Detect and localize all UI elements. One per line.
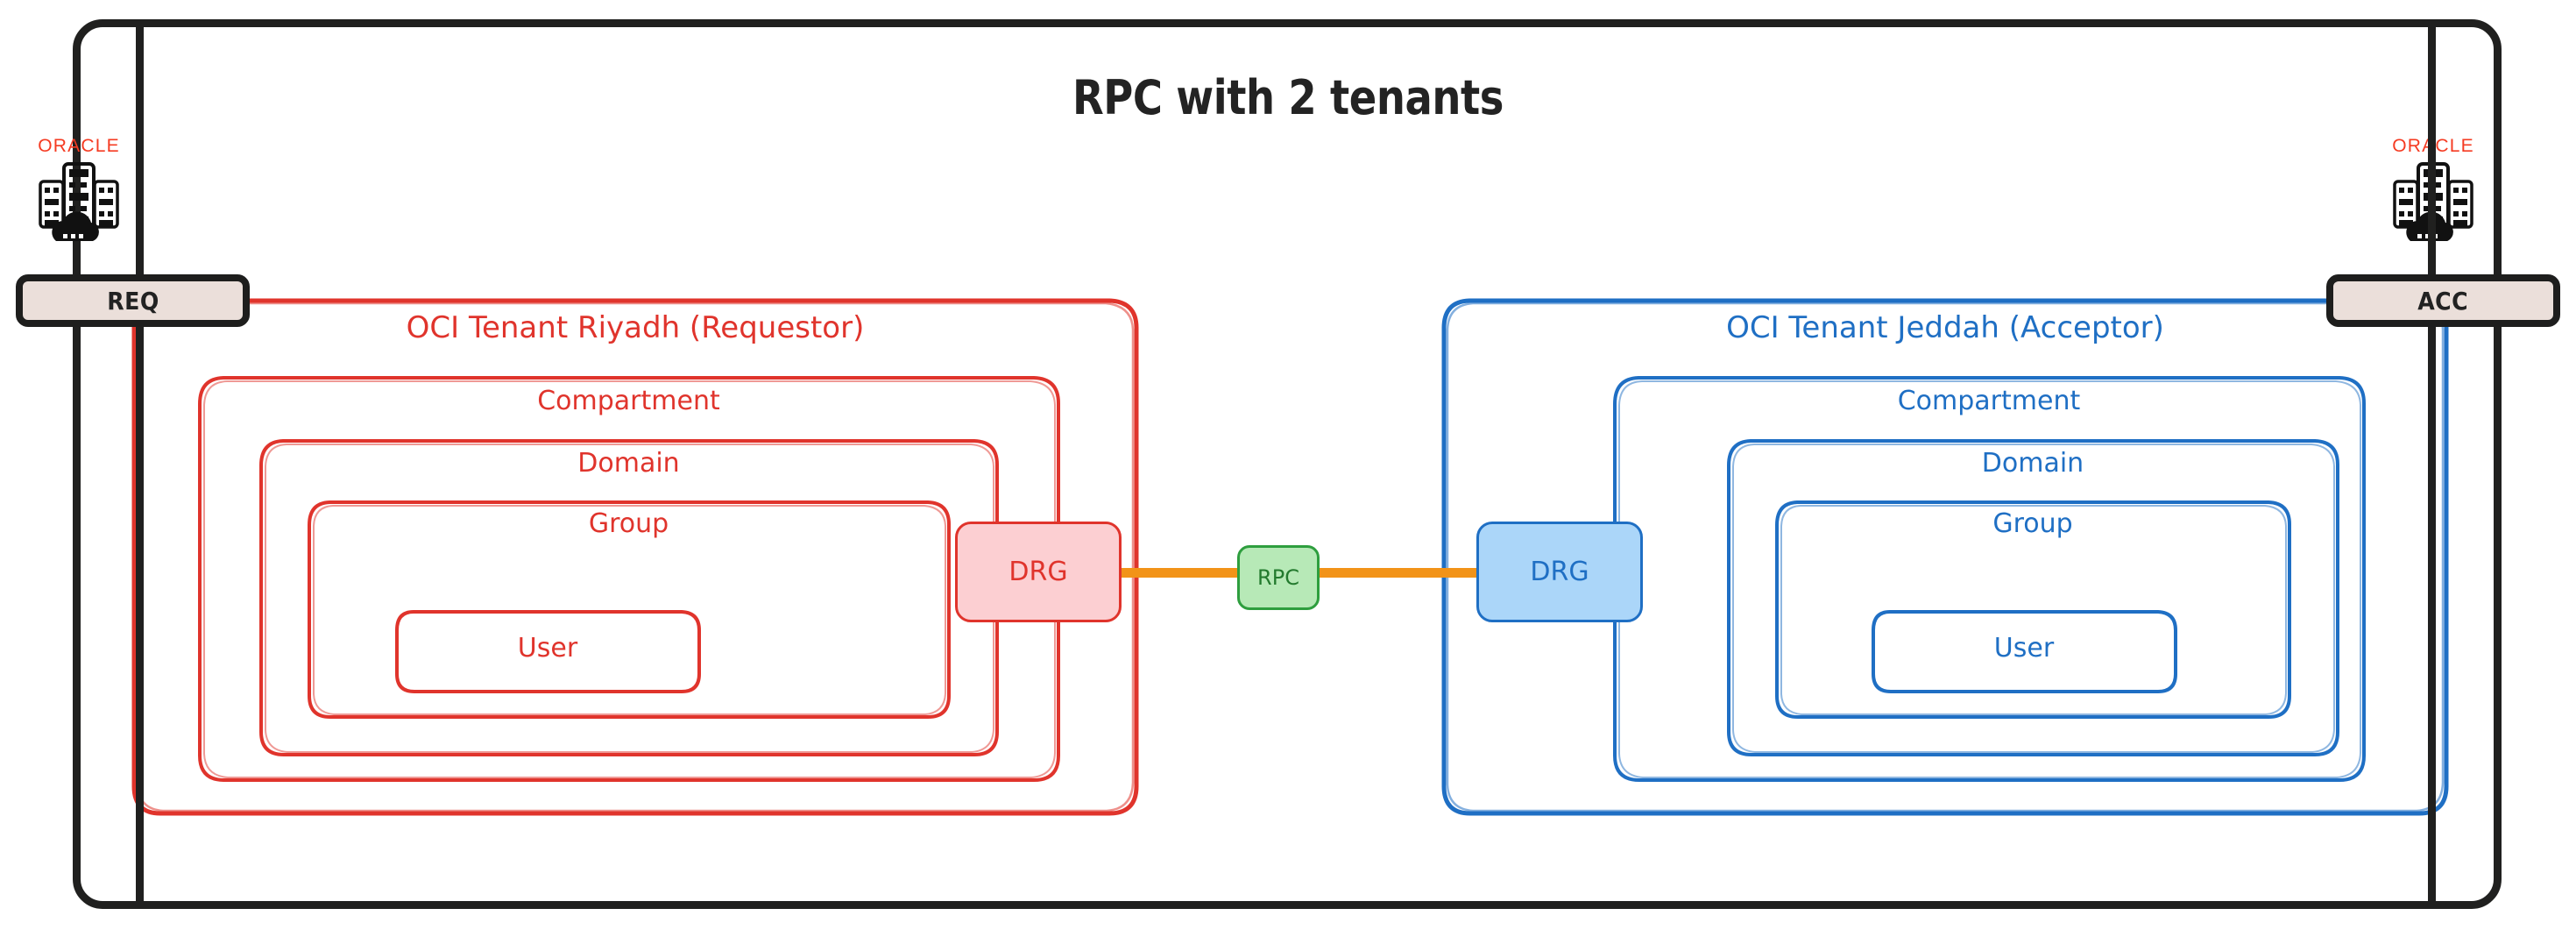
rpc-link-left [1115,568,1244,578]
user-box-requestor-outline [395,610,701,693]
domain-box-acceptor-outline [1727,439,2339,756]
oracle-wordmark-requestor: ORACLE [38,136,120,156]
domain-title-acceptor: Domain [1981,448,2084,479]
oracle-datacenter-cloud-icon [39,162,119,241]
drg-label-requestor: DRG [1008,557,1068,587]
user-title-acceptor: User [1993,633,2055,664]
domain-title-requestor: Domain [577,448,680,479]
endpoint-badge-acc-label: ACC [2417,286,2469,316]
group-box-requestor[interactable]: Group [307,500,951,719]
user-box-acceptor[interactable]: User [1871,609,2177,694]
compartment-title-acceptor: Compartment [1897,386,2081,416]
tenant-title-acceptor: OCI Tenant Jeddah (Acceptor) [1726,310,2164,345]
acc-badge-stem [2428,19,2436,909]
compartment-box-acceptor-outline [1613,376,2366,782]
drg-node-acceptor[interactable]: DRG [1476,522,1643,622]
compartment-box-acceptor[interactable]: Compartment [1612,375,2366,783]
oracle-cloud-icon-group-requestor: ORACLE [22,136,136,250]
drg-node-requestor[interactable]: DRG [955,522,1122,622]
tenant-box-acceptor[interactable]: OCI Tenant Jeddah (Acceptor) [1441,298,2449,816]
group-box-acceptor[interactable]: Group [1774,500,2291,719]
user-box-acceptor-outline [1872,610,2177,693]
domain-box-acceptor[interactable]: Domain [1726,438,2339,756]
rpc-node[interactable]: RPC [1237,545,1320,610]
endpoint-badge-req-label: REQ [106,286,159,316]
compartment-title-requestor: Compartment [537,386,720,416]
rpc-link-right [1314,568,1481,578]
page-title: RPC with 2 tenants [1072,70,1504,125]
domain-box-requestor-outline [259,439,999,756]
endpoint-badge-acc[interactable]: ACC [2326,274,2560,327]
domain-box-requestor[interactable]: Domain [258,438,999,756]
rpc-label: RPC [1257,565,1299,590]
compartment-box-requestor[interactable]: Compartment [197,375,1060,783]
endpoint-badge-req[interactable]: REQ [16,274,250,327]
group-box-acceptor-outline [1775,500,2291,719]
group-box-requestor-outline [308,500,951,719]
req-badge-stem [136,19,144,909]
outer-frame [73,19,2502,909]
group-title-requestor: Group [588,508,669,539]
tenant-title-requestor: OCI Tenant Riyadh (Requestor) [406,310,865,345]
user-title-requestor: User [517,633,578,664]
compartment-box-requestor-outline [198,376,1060,782]
drg-label-acceptor: DRG [1530,557,1589,587]
user-box-requestor[interactable]: User [394,609,701,694]
group-title-acceptor: Group [1992,508,2073,539]
